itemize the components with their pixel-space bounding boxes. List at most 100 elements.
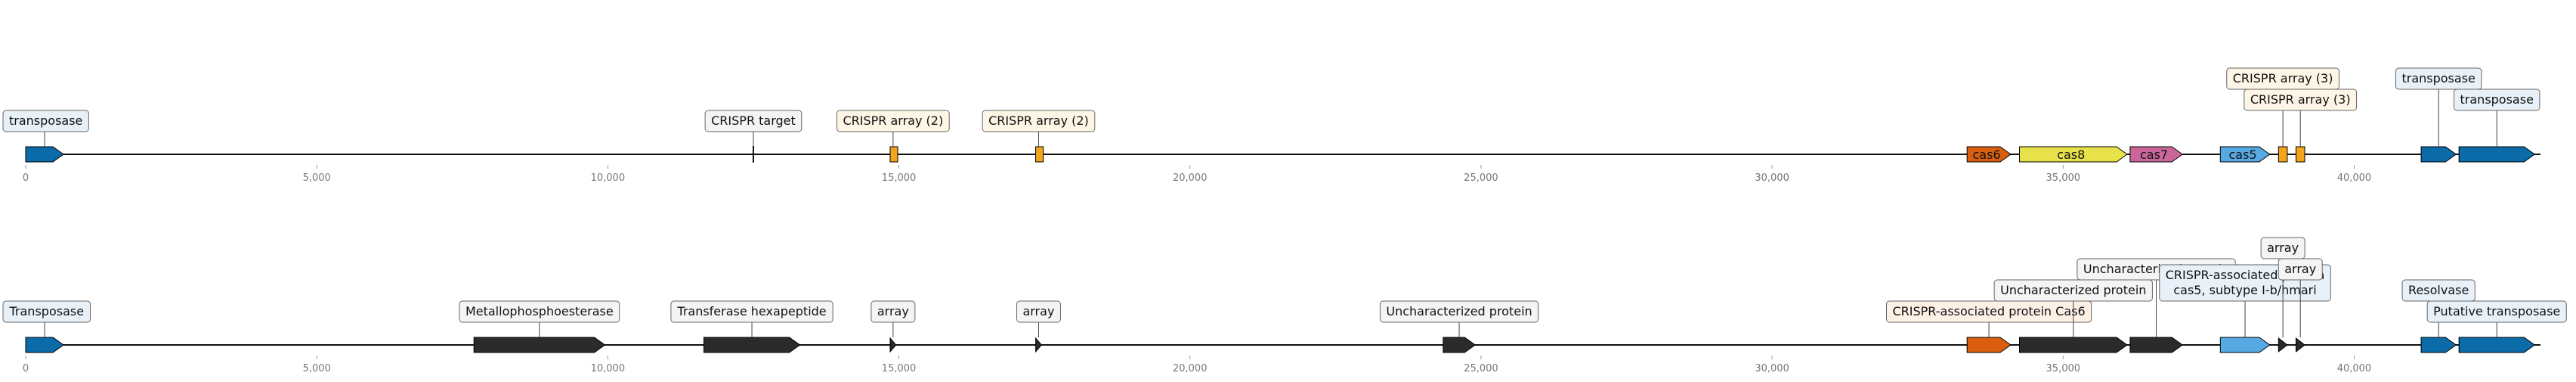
- axis-tick-label: 35,000: [2046, 172, 2081, 184]
- feature[interactable]: array: [2278, 258, 2323, 353]
- gene-arrow: [473, 337, 606, 353]
- axis-tick-label: 15,000: [882, 172, 917, 184]
- feature-label: CRISPR array (3): [2250, 92, 2351, 107]
- axis-tick-label: 10,000: [591, 363, 626, 374]
- gene-arrow: [2129, 146, 2184, 163]
- gene-arrow: [1966, 146, 2012, 163]
- feature[interactable]: transposase: [2, 110, 89, 163]
- feature-label: transposase: [9, 113, 82, 128]
- feature-label: Uncharacterized protein: [2000, 283, 2146, 297]
- feature-label: Uncharacterized protein: [1386, 304, 1532, 318]
- gene-arrow: [1443, 337, 1477, 353]
- feature-label-box: [2278, 258, 2323, 281]
- gene-arrow: [2458, 337, 2536, 353]
- gene-arrow: [2458, 146, 2536, 163]
- feature-label: Putative transposase: [2433, 304, 2560, 318]
- axis-tick-label: 20,000: [1173, 363, 1208, 374]
- feature-label-box: [1379, 300, 1539, 323]
- feature-label: Metallophosphoesterase: [465, 304, 614, 318]
- feature-label: array: [877, 304, 909, 318]
- feature-label-box: [2426, 300, 2567, 323]
- feature-label: Transposase: [9, 304, 85, 318]
- gene-arrow: [2019, 146, 2128, 163]
- feature-label-box: [1885, 300, 2092, 323]
- gene-arrow: [2420, 337, 2457, 353]
- axis-tick-label: 5,000: [303, 363, 331, 374]
- feature[interactable]: CRISPR target: [704, 110, 802, 163]
- gene-arrow: [2219, 146, 2271, 163]
- feature[interactable]: cas5: [2219, 146, 2271, 163]
- feature-label-box: [2, 300, 91, 323]
- feature[interactable]: CRISPR array (3): [2226, 67, 2339, 163]
- gene-arrow: [703, 337, 801, 353]
- feature-block: [2295, 146, 2305, 163]
- feature-label-box: [982, 110, 1096, 132]
- feature[interactable]: Transposase: [2, 300, 91, 353]
- gene-arrow: [2295, 337, 2305, 353]
- feature-label: array: [1022, 304, 1054, 318]
- feature[interactable]: Transferase hexapeptide: [670, 300, 833, 353]
- feature-block: [2278, 146, 2288, 163]
- feature-label: cas8: [2057, 148, 2085, 162]
- feature[interactable]: CRISPR array (2): [982, 110, 1096, 163]
- axis-tick-label: 30,000: [1755, 363, 1789, 374]
- feature[interactable]: Uncharacterized protein: [1993, 279, 2153, 353]
- feature-label-box: [670, 300, 833, 323]
- feature[interactable]: Putative transposase: [2426, 300, 2567, 353]
- feature[interactable]: Metallophosphoesterase: [459, 300, 620, 353]
- feature-label: CRISPR array (3): [2233, 71, 2333, 85]
- gene-arrow: [2219, 337, 2271, 353]
- feature-label: array: [2284, 262, 2316, 276]
- feature-label-box: [2, 110, 89, 132]
- feature[interactable]: CRISPR array (3): [2244, 89, 2358, 163]
- gene-arrow: [889, 337, 897, 353]
- gene-arrow: [2420, 146, 2457, 163]
- feature[interactable]: CRISPR-associated protein Cas6: [1885, 300, 2092, 353]
- feature-label-box: [459, 300, 620, 323]
- feature-block: [1035, 146, 1044, 163]
- feature-label-box: [1016, 300, 1061, 323]
- feature-label-box: [1993, 279, 2153, 302]
- feature[interactable]: Uncharacterized protein: [1379, 300, 1539, 353]
- feature-label: CRISPR array (2): [988, 113, 1089, 128]
- axis-tick-label: 40,000: [2337, 172, 2372, 184]
- axis-tick-label: 30,000: [1755, 172, 1789, 184]
- feature[interactable]: cas6: [1966, 146, 2012, 163]
- feature-label: array: [2267, 241, 2299, 255]
- feature-label: transposase: [2401, 71, 2475, 85]
- feature[interactable]: CRISPR array (2): [836, 110, 950, 163]
- axis-tick-label: 25,000: [1464, 172, 1498, 184]
- feature-label-box: [871, 300, 916, 323]
- gene-arrow: [25, 337, 64, 353]
- axis-tick-label: 0: [23, 172, 29, 184]
- gene-arrow: [25, 146, 64, 163]
- gene-arrow: [2278, 337, 2288, 353]
- axis-tick-label: 40,000: [2337, 363, 2372, 374]
- feature[interactable]: cas8: [2019, 146, 2128, 163]
- feature[interactable]: transposase: [2395, 67, 2482, 163]
- feature-label-box: [704, 110, 802, 132]
- feature-block: [889, 146, 898, 163]
- axis-tick-label: 5,000: [303, 172, 331, 184]
- gene-arrow: [2129, 337, 2184, 353]
- axis-tick-label: 10,000: [591, 172, 626, 184]
- feature[interactable]: transposase: [2454, 89, 2540, 163]
- feature-label: cas6: [1973, 148, 2001, 162]
- feature-label-box: [2395, 67, 2482, 90]
- feature-label: CRISPR target: [711, 113, 796, 128]
- axis-tick-label: 15,000: [882, 363, 917, 374]
- feature[interactable]: cas7: [2129, 146, 2184, 163]
- axis-tick-label: 25,000: [1464, 363, 1498, 374]
- axis-tick-label: 35,000: [2046, 363, 2081, 374]
- feature-label: Transferase hexapeptide: [676, 304, 826, 318]
- feature-label: CRISPR-associated protein Cas6: [1892, 304, 2085, 318]
- feature-label-box: [2454, 89, 2540, 111]
- feature[interactable]: array: [1016, 300, 1061, 353]
- feature-label: Resolvase: [2408, 283, 2469, 297]
- gene-arrow: [1966, 337, 2012, 353]
- feature[interactable]: array: [871, 300, 916, 353]
- gene-arrow: [1035, 337, 1042, 353]
